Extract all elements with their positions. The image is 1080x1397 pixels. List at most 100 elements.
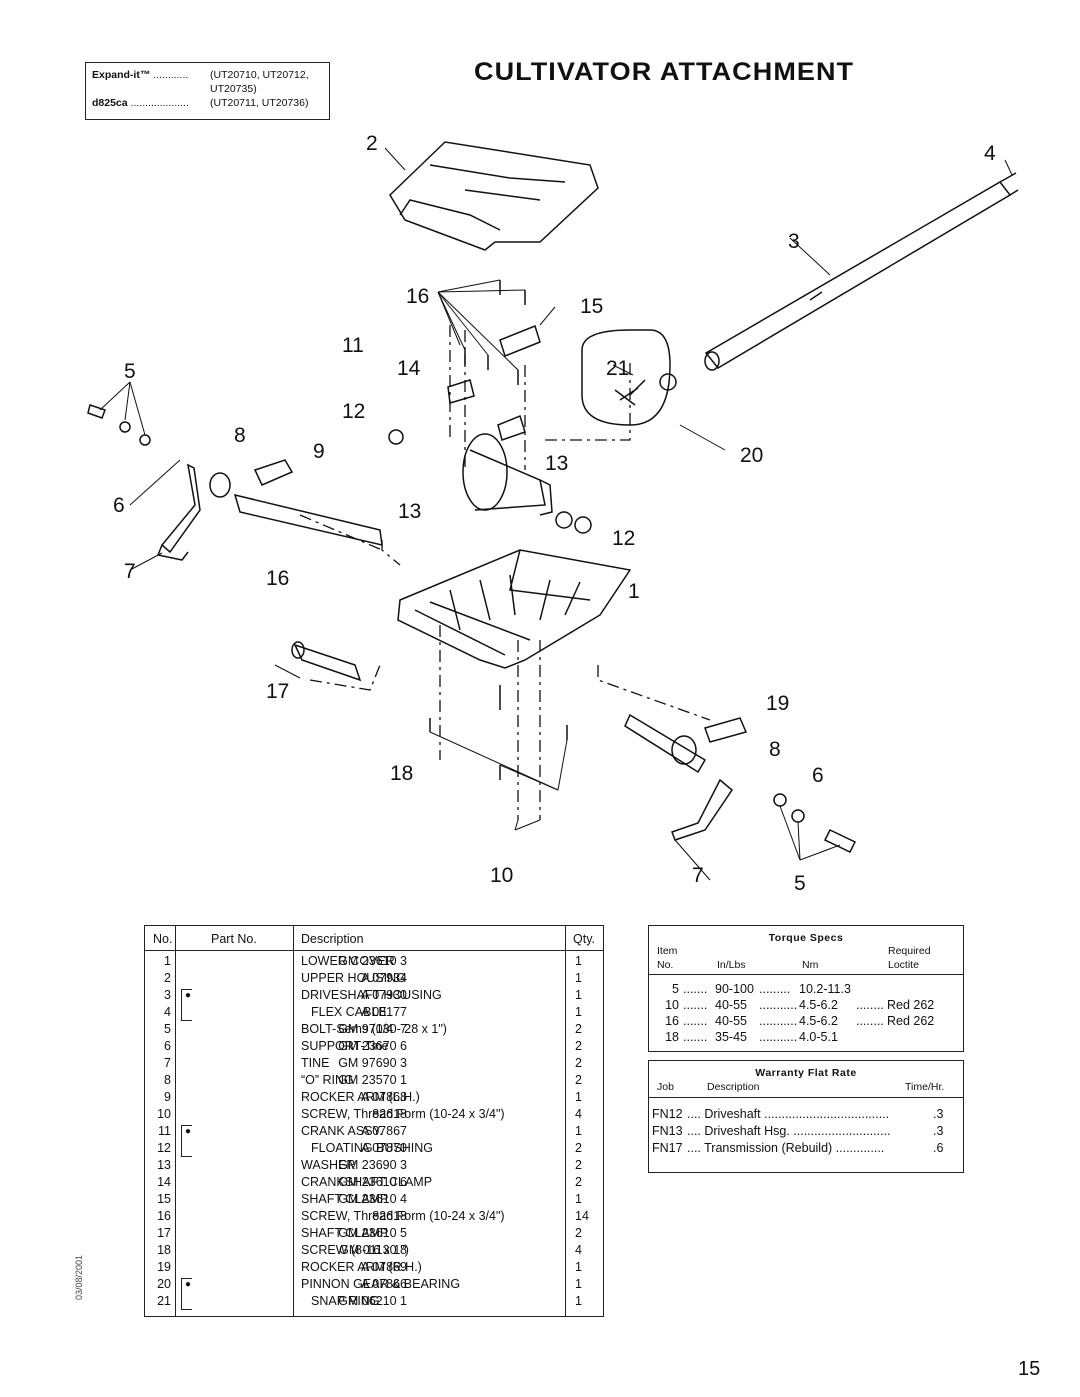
callout: 21: [606, 357, 629, 380]
cell-qty: 4: [575, 1107, 582, 1121]
cell-qty: 2: [575, 1039, 582, 1053]
cell-no: 13: [157, 1158, 171, 1172]
torque-cell-dots1: .......: [683, 1014, 708, 1028]
cell-part-no: A 07930: [361, 988, 407, 1002]
cell-description: PINNON GEAR & BEARING: [301, 1277, 461, 1291]
cell-description: SHAFT CLAMP: [301, 1192, 389, 1206]
leader-lines: [99, 147, 1013, 881]
callout: 13: [398, 500, 421, 523]
cell-part-no: A 07868: [361, 1090, 407, 1104]
assembly-bracket: [181, 1125, 192, 1157]
cell-qty: 2: [575, 1022, 582, 1036]
cell-qty: 14: [575, 1209, 589, 1223]
cell-qty: 2: [575, 1073, 582, 1087]
cell-no: 3: [164, 988, 171, 1002]
callout: 5: [124, 360, 136, 383]
callout: 7: [124, 560, 136, 583]
assembly-bullet-icon: ●: [185, 1126, 192, 1137]
cell-no: 10: [157, 1107, 171, 1121]
warranty-cell-desc: .... Driveshaft Hsg. ...................…: [687, 1124, 891, 1138]
cell-description: FLEX CABLE: [311, 1005, 387, 1019]
callout: 14: [397, 357, 421, 380]
col-header: Nm: [802, 959, 819, 971]
assembly-bracket: [181, 1278, 192, 1310]
cell-no: 16: [157, 1209, 171, 1223]
cell-qty: 1: [575, 1005, 582, 1019]
torque-specs-table: Torque Specs Item No. In/Lbs Nm Required…: [648, 925, 964, 1052]
page-number: 15: [1018, 1358, 1041, 1380]
assembly-bullet-icon: ●: [185, 990, 192, 1001]
cell-description: ROCKER ARM (R.H.): [301, 1260, 422, 1274]
cell-qty: 2: [575, 1226, 582, 1240]
callout: 12: [612, 527, 635, 550]
callout: 1: [628, 580, 640, 603]
leader-dots: ............: [153, 69, 189, 81]
callout: 12: [342, 400, 365, 423]
cell-qty: 1: [575, 1090, 582, 1104]
cell-qty: 2: [575, 1141, 582, 1155]
callout: 19: [766, 692, 789, 715]
col-header: Time/Hr.: [905, 1081, 945, 1093]
torque-cell-item: 18: [665, 1030, 679, 1044]
cell-no: 2: [164, 971, 171, 985]
cell-description: ROCKER ARM (L.H.): [301, 1090, 420, 1104]
callout: 3: [788, 230, 800, 253]
torque-cell-inlbs: 35-45: [715, 1030, 747, 1044]
cell-part-no: A 07866: [361, 1277, 407, 1291]
cell-description: “O” RING: [301, 1073, 354, 1087]
callout: 2: [366, 132, 378, 155]
torque-cell-dots2: ...........: [759, 1014, 798, 1028]
col-header: Item: [657, 945, 678, 957]
cell-qty: 2: [575, 1175, 582, 1189]
callout: 8: [769, 738, 781, 761]
callout: 9: [313, 440, 325, 463]
torque-cell-inlbs: 90-100: [715, 982, 754, 996]
model-name: d825ca: [92, 97, 128, 109]
box-title: Torque Specs: [768, 932, 844, 944]
torque-cell-nm: 4.5-6.2: [799, 1014, 838, 1028]
callout: 17: [266, 680, 289, 703]
cell-qty: 1: [575, 971, 582, 985]
cell-qty: 1: [575, 954, 582, 968]
torque-cell-item: 5: [672, 982, 679, 996]
warranty-cell-desc: .... Driveshaft ........................…: [687, 1107, 890, 1121]
cell-part-no: 82618: [372, 1209, 407, 1223]
torque-cell-dots1: .......: [683, 1030, 708, 1044]
warranty-cell-desc: .... Transmission (Rebuild) ............…: [687, 1141, 885, 1155]
col-header: In/Lbs: [717, 959, 746, 971]
torque-cell-inlbs: 40-55: [715, 1014, 747, 1028]
cell-no: 11: [158, 1124, 171, 1138]
torque-cell-inlbs: 40-55: [715, 998, 747, 1012]
warranty-cell-time: .3: [933, 1124, 944, 1138]
torque-cell-nm: 4.0-5.1: [799, 1030, 838, 1044]
assembly-centerlines: [299, 325, 711, 820]
callout: 13: [545, 452, 568, 475]
cell-description: DRIVESHAFT HOUSING: [301, 988, 442, 1002]
cell-description: BOLT-Sems (1/4 - 28 x 1"): [301, 1022, 447, 1036]
cell-part-no: GM 23610 6: [338, 1175, 407, 1189]
model-row: Expand-it™ ............ (UT20710, UT2071…: [92, 68, 309, 82]
cell-part-no: 82618: [372, 1107, 407, 1121]
cell-no: 21: [157, 1294, 171, 1308]
cell-description: FLOATING BUSHING: [311, 1141, 434, 1155]
callout: 5: [794, 872, 806, 895]
cell-part-no: GM 97690 3: [338, 1056, 407, 1070]
cell-no: 18: [157, 1243, 171, 1257]
callout: 11: [342, 334, 364, 357]
cell-part-no: GM 23610 4: [338, 1192, 407, 1206]
callout: 7: [692, 864, 704, 887]
warranty-cell-job: FN12: [652, 1107, 683, 1121]
cell-description: SCREW (8-16 x 1"): [301, 1243, 409, 1257]
cell-description: CRANK ASSY.: [301, 1124, 383, 1138]
callout: 4: [984, 142, 996, 165]
torque-cell-dots1: .......: [683, 982, 708, 996]
cell-description: SHAFT CLAMP: [301, 1226, 389, 1240]
torque-cell-dots3: ........: [856, 998, 884, 1012]
cell-description: WASHER: [301, 1158, 356, 1172]
